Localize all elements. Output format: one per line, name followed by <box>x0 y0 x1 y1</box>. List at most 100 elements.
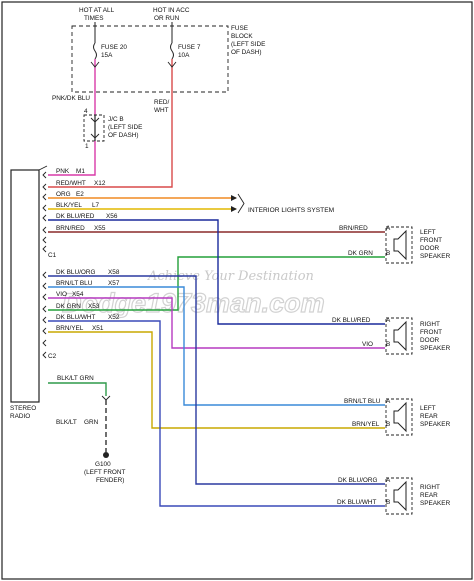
rr-speaker-name-2: REAR <box>420 492 438 499</box>
left-front-door-speaker: A B <box>385 225 413 264</box>
hot-acc-run-label-1: HOT IN ACC <box>153 7 190 14</box>
wire-circuit-m1: M1 <box>76 168 85 175</box>
jc-connector-top-icon <box>90 117 100 123</box>
lr-pin-a: A <box>386 398 391 405</box>
rr-speaker-wire-b-label: DK BLU/WHT <box>337 499 377 506</box>
hot-acc-run-label-2: OR RUN <box>154 15 180 22</box>
radio-connector-c1 <box>42 171 47 253</box>
wire-circuit-x55: X55 <box>94 225 106 232</box>
rf-speaker-name-2: FRONT <box>420 329 442 336</box>
lr-speaker-wire-a-label: BRN/LT BLU <box>344 398 381 405</box>
fuse20-symbol <box>93 40 97 92</box>
jc-pin-1: 1 <box>85 143 89 150</box>
wire-label-org: ORG <box>56 191 71 198</box>
fuse7-connector-icon <box>167 61 177 68</box>
wire-red-wht-x12 <box>48 92 173 188</box>
hot-all-times-label-2: TIMES <box>84 15 104 22</box>
wire-circuit-x54: X54 <box>72 291 84 298</box>
wire-label-brn-red: BRN/RED <box>56 225 85 232</box>
lf-speaker-wire-b-label: DK GRN <box>348 250 373 257</box>
wire-label-red-wht: RED/WHT <box>56 180 86 187</box>
wire-circuit-x57: X57 <box>108 280 120 287</box>
wire-circuit-x12: X12 <box>94 180 106 187</box>
rr-speaker-name-3: SPEAKER <box>420 500 451 507</box>
right-front-door-speaker: A B <box>385 317 413 355</box>
fuse20-label: FUSE 20 <box>101 44 127 51</box>
rf-speaker-wire-a-label: DK BLU/RED <box>332 317 371 324</box>
fuse-block-title-1: FUSE <box>231 25 248 32</box>
wire-dk-blu-org-x58 <box>48 275 385 485</box>
rr-speaker-wire-a-label: DK BLU/ORG <box>338 477 377 484</box>
rf-speaker-wire-b-label: VIO <box>362 341 373 348</box>
wire-brn-lt-blu-x57 <box>48 286 385 406</box>
lf-pin-a: A <box>386 225 391 232</box>
wire-dk-blu-wht-x52 <box>48 320 385 507</box>
wire-circuit-x58: X58 <box>108 269 120 276</box>
lr-pin-b: B <box>386 421 390 428</box>
wire-circuit-x56: X56 <box>106 213 118 220</box>
wire-brn-yel-x51 <box>48 331 385 429</box>
wire-label-pnk: PNK <box>56 168 70 175</box>
speaker-icon <box>393 229 407 261</box>
interior-lights-brace <box>237 193 245 214</box>
radio-label-1: STEREO <box>10 405 36 412</box>
rf-pin-b: B <box>386 341 390 348</box>
left-rear-speaker: A B <box>385 398 413 436</box>
fuse7-rating: 10A <box>178 52 190 59</box>
jc-label-3: OF DASH) <box>108 132 139 139</box>
wire-label-blk-yel: BLK/YEL <box>56 202 82 209</box>
fuse20-connector-icon <box>90 61 100 68</box>
radio-body-edge <box>38 165 48 171</box>
wire-circuit-x52: X52 <box>108 314 120 321</box>
jc-label-1: J/C B <box>108 116 124 123</box>
speaker-icon <box>393 320 407 352</box>
radio-wire-labels: PNK M1 RED/WHT X12 ORG E2 BLK/YEL L7 DK … <box>56 168 120 332</box>
ground-point-icon <box>103 452 109 458</box>
lf-speaker-wire-a-label: BRN/RED <box>339 225 368 232</box>
lr-speaker-name-1: LEFT <box>420 405 436 412</box>
wire-label-dk-blu-wht: DK BLU/WHT <box>56 314 96 321</box>
lf-speaker-name-3: DOOR <box>420 245 440 252</box>
wire-pnk-m1 <box>48 141 96 176</box>
fuse7-symbol <box>170 40 174 92</box>
jc-label-2: (LEFT SIDE <box>108 124 142 131</box>
wire-label-dk-blu-red: DK BLU/RED <box>56 213 95 220</box>
speaker-icon <box>393 401 407 433</box>
wire-circuit-x51: X51 <box>92 325 104 332</box>
lr-speaker-name-2: REAR <box>420 413 438 420</box>
wire-circuit-x53: X53 <box>88 303 100 310</box>
lr-speaker-wire-b-label: BRN/YEL <box>352 421 380 428</box>
lf-speaker-name-4: SPEAKER <box>420 253 451 260</box>
right-rear-speaker: A B <box>385 477 413 515</box>
wire-label-dk-grn: DK GRN <box>56 303 81 310</box>
ground-location-2: FENDER) <box>96 477 124 484</box>
wire-pnk-dkblu-label: PNK/DK BLU <box>52 95 90 102</box>
fuse-block-title-4: OF DASH) <box>231 49 262 56</box>
ground-location-1: (LEFT FRONT <box>84 469 126 476</box>
fuse-block-box <box>71 25 229 93</box>
wire-label-vio: VIO <box>56 291 67 298</box>
blk-yel-wire-arrow-icon <box>231 206 237 212</box>
jc-connector-bottom-icon <box>90 133 100 139</box>
wire-label-brn-lt-blu: BRN/LT BLU <box>56 280 93 287</box>
wire-label-brn-yel: BRN/YEL <box>56 325 84 332</box>
wire-label-dk-blu-org: DK BLU/ORG <box>56 269 95 276</box>
ground-name: G100 <box>95 461 111 468</box>
radio-connector-c2 <box>42 271 47 359</box>
rr-speaker-name-1: RIGHT <box>420 484 440 491</box>
fuse20-rating: 15A <box>101 52 113 59</box>
rr-pin-a: A <box>386 477 391 484</box>
wire-dk-grn-x53 <box>48 256 385 311</box>
fuse7-label: FUSE 7 <box>178 44 201 51</box>
lf-pin-b: B <box>386 250 390 257</box>
watermark-site: Dodge1973man.com <box>62 288 325 318</box>
ground-wire-down-label: BLK/LT <box>56 419 77 426</box>
lr-speaker-name-3: SPEAKER <box>420 421 451 428</box>
connector-c2-label: C2 <box>48 353 57 360</box>
wire-red-wht-label-1: RED/ <box>154 99 169 106</box>
speaker-icon <box>393 480 407 512</box>
wire-circuit-e2: E2 <box>76 191 84 198</box>
